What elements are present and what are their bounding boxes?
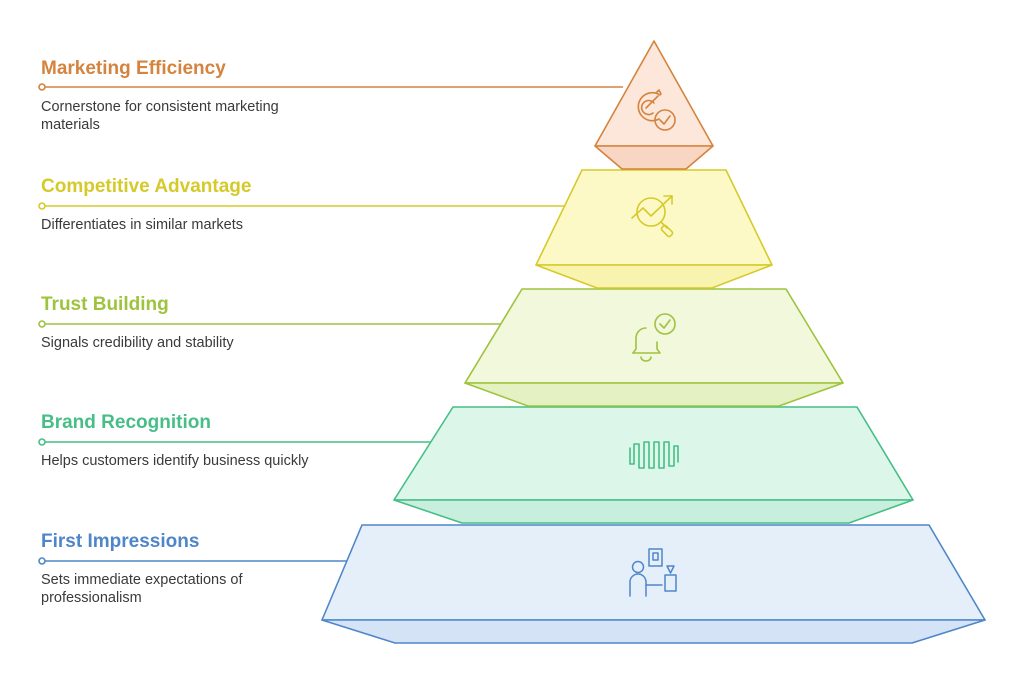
bell-check-icon xyxy=(632,313,676,362)
tier-front xyxy=(321,524,986,621)
label-first-impressions: First Impressions Sets immediate expecta… xyxy=(41,531,341,607)
sound-wave-icon xyxy=(629,441,679,469)
magnifier-trend-icon xyxy=(631,195,674,238)
level-competitive-advantage xyxy=(38,169,773,289)
connector-dot xyxy=(38,438,46,446)
level-description: Helps customers identify business quickl… xyxy=(41,453,309,469)
level-title: Marketing Efficiency xyxy=(41,58,226,79)
tier-front xyxy=(535,169,773,266)
target-check-icon xyxy=(637,89,676,131)
label-trust-building: Trust Building Signals credibility and s… xyxy=(41,294,341,352)
person-presentation-icon xyxy=(629,548,677,597)
tier-base xyxy=(393,499,914,524)
connector-dot xyxy=(38,202,46,210)
tier-base xyxy=(594,145,714,170)
level-title: Trust Building xyxy=(41,294,169,315)
connector-dot xyxy=(38,320,46,328)
connector-dot xyxy=(38,83,46,91)
level-title: First Impressions xyxy=(41,531,200,552)
tier-base xyxy=(464,382,844,407)
level-first-impressions xyxy=(38,524,986,644)
level-description: Signals credibility and stability xyxy=(41,335,234,351)
level-marketing-efficiency xyxy=(38,40,714,170)
level-description: Cornerstone for consistent marketing mat… xyxy=(41,99,279,133)
level-description: Sets immediate expectations of professio… xyxy=(41,572,243,606)
label-marketing-efficiency: Marketing Efficiency Cornerstone for con… xyxy=(41,58,341,134)
level-trust-building xyxy=(38,288,844,407)
label-brand-recognition: Brand Recognition Helps customers identi… xyxy=(41,412,341,470)
level-brand-recognition xyxy=(38,406,914,524)
label-competitive-advantage: Competitive Advantage Differentiates in … xyxy=(41,176,341,234)
tier-base xyxy=(321,619,986,644)
level-title: Brand Recognition xyxy=(41,412,211,433)
connector-dot xyxy=(38,557,46,565)
tier-front xyxy=(464,288,844,384)
level-title: Competitive Advantage xyxy=(41,176,252,197)
tier-base xyxy=(535,264,773,289)
level-description: Differentiates in similar markets xyxy=(41,217,243,233)
